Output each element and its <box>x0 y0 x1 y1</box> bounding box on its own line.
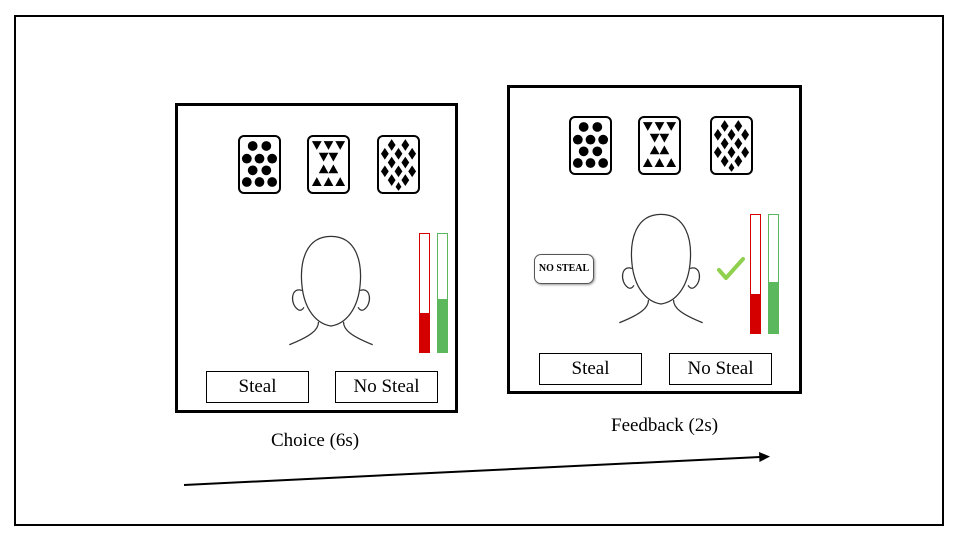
figure-frame <box>14 15 944 526</box>
feedback-label: Feedback (2s) <box>611 415 719 436</box>
choice-panel: Steal No Steal <box>175 103 458 413</box>
green-money-bar <box>437 233 448 353</box>
red-outcome-bar <box>750 214 761 334</box>
choice-label: Choice (6s) <box>271 430 360 451</box>
no-steal-button[interactable]: No Steal <box>669 353 772 385</box>
steal-button[interactable]: Steal <box>539 353 642 385</box>
clubs-card-icon <box>569 116 612 175</box>
red-outcome-fill <box>420 313 429 352</box>
green-money-fill <box>438 298 447 352</box>
face-outline-icon <box>596 204 726 329</box>
no-steal-button[interactable]: No Steal <box>335 371 438 403</box>
checkmark-icon <box>717 257 745 280</box>
red-outcome-bar <box>419 233 430 353</box>
diamonds-card-icon <box>710 116 753 175</box>
no-steal-tag: NO STEAL <box>534 254 594 284</box>
green-money-fill <box>769 282 778 333</box>
steal-button[interactable]: Steal <box>206 371 309 403</box>
diamonds-card-icon <box>377 135 420 194</box>
clubs-card-icon <box>238 135 281 194</box>
triangles-card-icon <box>638 116 681 175</box>
green-money-bar <box>768 214 779 334</box>
feedback-panel: NO STEAL Steal No Steal <box>507 85 802 394</box>
face-outline-icon <box>266 226 396 351</box>
triangles-card-icon <box>307 135 350 194</box>
red-outcome-fill <box>751 294 760 333</box>
